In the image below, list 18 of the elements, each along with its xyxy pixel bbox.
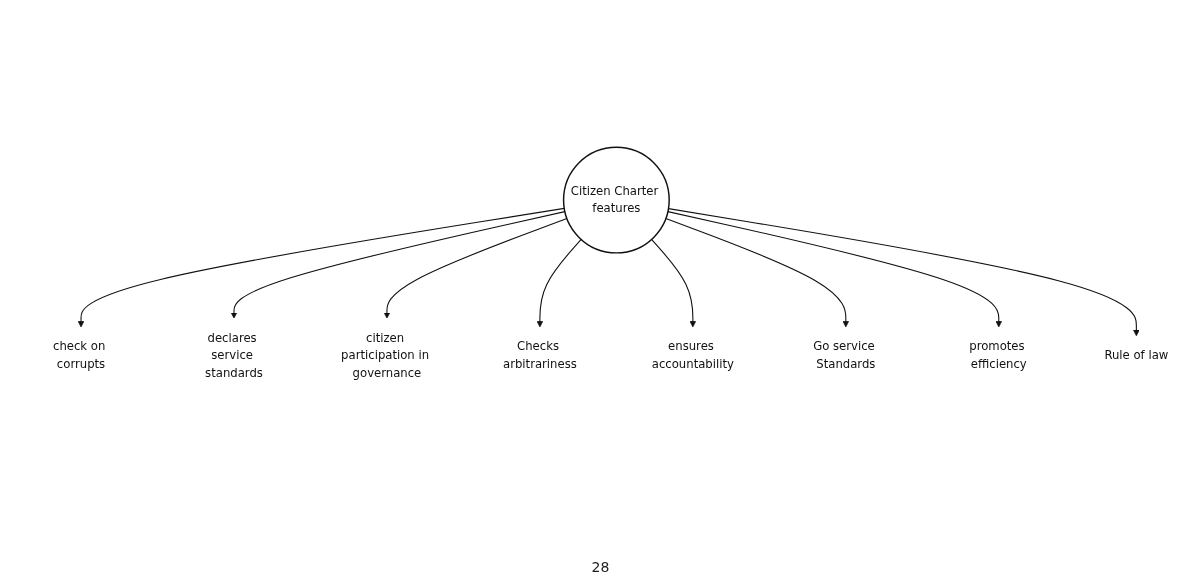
node-text: ensures accountability bbox=[651, 339, 734, 371]
arrow bbox=[230, 211, 565, 319]
node-text: check on corrupts bbox=[52, 339, 105, 371]
arrow bbox=[650, 238, 696, 328]
arrow bbox=[667, 208, 1140, 337]
node-text: citizen participation in governance bbox=[340, 330, 429, 380]
page-number: 28 bbox=[591, 559, 610, 575]
node-text: Rule of law bbox=[1103, 348, 1168, 363]
arrow bbox=[664, 218, 849, 328]
node-text: declares service standards bbox=[204, 330, 263, 380]
node-text: promotes efficiency bbox=[968, 339, 1027, 371]
node-text: Go service Standards bbox=[812, 339, 875, 371]
arrow bbox=[77, 207, 565, 328]
arrow bbox=[536, 238, 582, 328]
arrow bbox=[666, 211, 1002, 328]
node-text: Checks arbitrariness bbox=[502, 339, 577, 371]
node-circle: Citizen Charter features bbox=[562, 146, 670, 254]
arrow bbox=[383, 218, 567, 319]
